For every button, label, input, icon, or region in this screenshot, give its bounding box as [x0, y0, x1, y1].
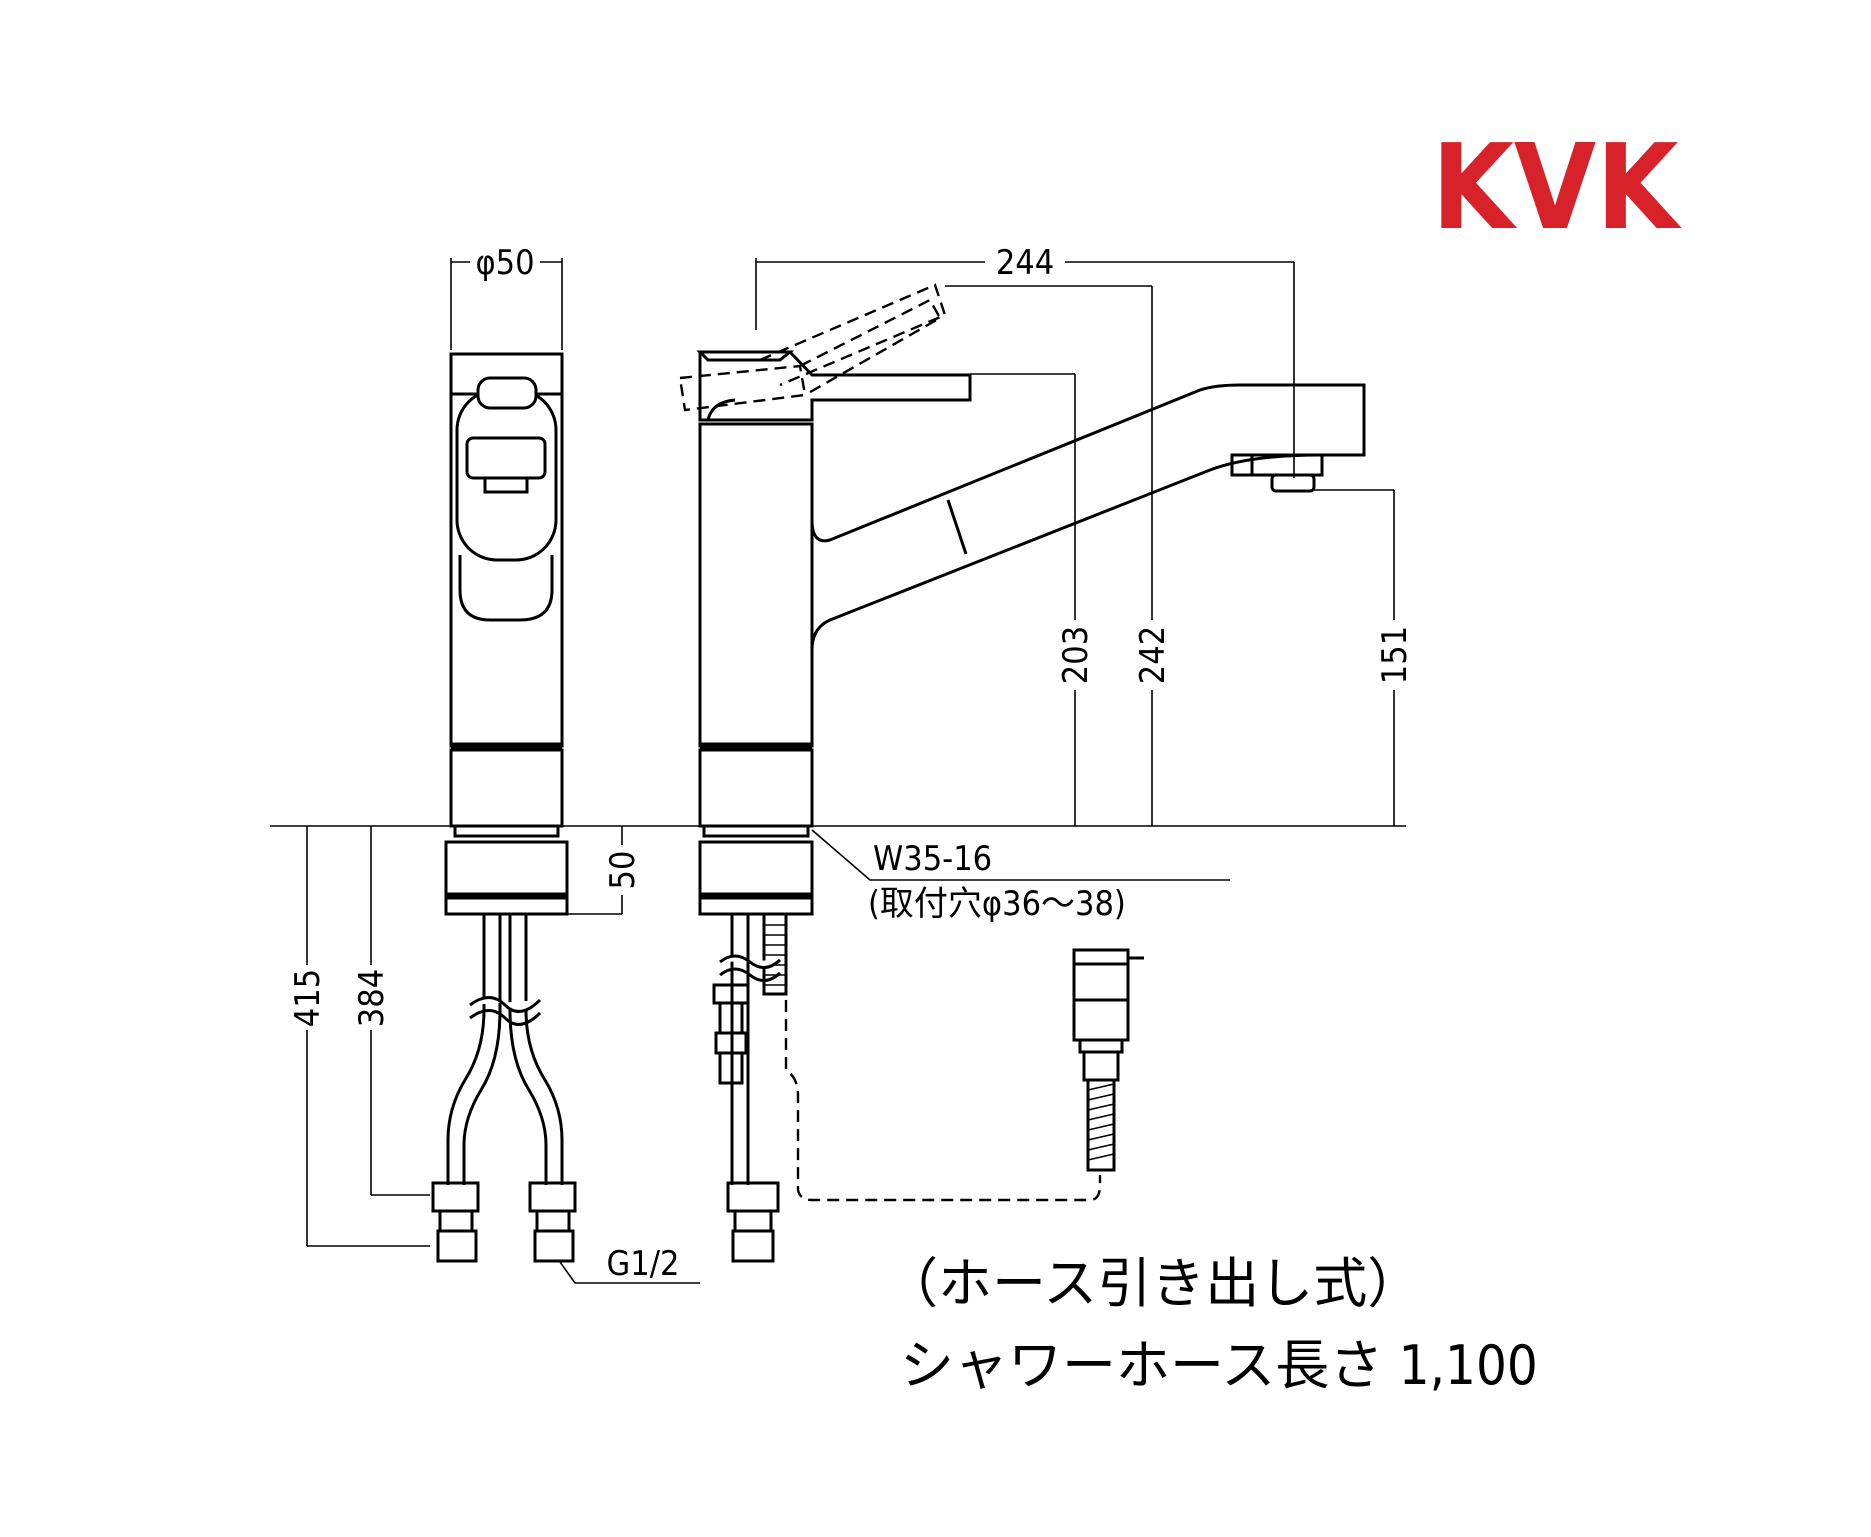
hose-right-inner: [508, 914, 548, 1185]
hose-left-inner: [462, 914, 502, 1185]
dimension-labels: φ50 244 203 242 151 50 W35-16 (取付穴φ36～38…: [288, 243, 1415, 1284]
dim-label-415: 415: [288, 969, 328, 1027]
detached-spray-head: [1072, 948, 1144, 1172]
dim-label-151: 151: [1375, 626, 1415, 684]
front-view: [431, 352, 577, 1263]
front-washer: [453, 824, 560, 838]
fitting-right-neck: [535, 1209, 571, 1233]
w35-leader: [811, 829, 1230, 881]
side-spout: [810, 383, 1366, 651]
fitting-right-end: [533, 1229, 575, 1263]
side-lever: [698, 350, 972, 422]
side-washer: [702, 824, 810, 838]
spray-head-lower: [1072, 998, 1130, 1042]
lever-open-dashed-arm: [799, 298, 942, 397]
side-nut: [698, 840, 814, 916]
note-hose-length: シャワーホース長さ 1,100: [900, 1334, 1538, 1397]
front-base: [449, 748, 564, 828]
side-lever-top: [696, 350, 795, 362]
spout-joint: [946, 499, 968, 555]
front-lever-top: [476, 376, 538, 410]
logo-text: KVK: [1432, 118, 1682, 256]
hose-pull-path-dashed: [784, 1000, 1102, 1202]
dim-label-g12: G1/2: [607, 1244, 680, 1284]
front-nut: [444, 840, 569, 916]
hose-left-outer: [446, 914, 486, 1185]
hose-right-outer: [524, 914, 564, 1185]
front-lever-lower: [458, 555, 554, 622]
note-type: （ホース引き出し式）: [884, 1252, 1421, 1315]
fitting-left-end: [436, 1229, 478, 1263]
dim-label-203: 203: [1056, 626, 1096, 684]
kvk-logo: KVK: [1432, 118, 1682, 256]
break-mark-front-2: [469, 1009, 542, 1026]
dim-label-w35-16: W35-16: [873, 839, 992, 879]
dim-label-242: 242: [1133, 626, 1173, 684]
dim-label-phi50: φ50: [475, 243, 534, 283]
side-fitting-nut: [726, 1181, 780, 1213]
check-valve-end: [718, 1051, 744, 1085]
fitting-left-neck: [438, 1209, 474, 1233]
dim-label-50: 50: [603, 851, 643, 890]
g12-leader: [559, 1261, 700, 1284]
spray-hose-winding: [1087, 1083, 1115, 1161]
spray-head-hose: [1086, 1078, 1116, 1172]
dim-label-384: 384: [352, 969, 392, 1027]
spray-head-cap: [1072, 948, 1130, 966]
front-lever-tab: [483, 476, 529, 494]
break-mark-side-2: [719, 967, 782, 982]
side-fitting-end: [731, 1229, 775, 1263]
side-corrugated-hose: [762, 912, 788, 996]
fitting-right-nut: [528, 1181, 577, 1213]
lever-open-dashed-arm2: [759, 283, 947, 387]
side-base: [698, 748, 814, 828]
side-lever-neck: [706, 398, 736, 421]
break-mark-side-1: [719, 954, 782, 969]
side-fitting-neck: [733, 1209, 773, 1233]
dim-label-mount-hole: (取付穴φ36～38): [868, 884, 1126, 924]
dim-label-244: 244: [996, 243, 1054, 283]
break-mark-front-1: [469, 996, 542, 1013]
side-body: [698, 422, 814, 748]
spray-outlet: [1270, 473, 1316, 493]
spray-head-collar: [1082, 1050, 1120, 1082]
side-view: [678, 283, 1366, 1263]
fitting-left-nut: [431, 1181, 480, 1213]
lever-open-dashed: [678, 364, 807, 412]
notes: （ホース引き出し式） シャワーホース長さ 1,100: [884, 1252, 1538, 1397]
spray-head-stub: [1230, 453, 1254, 477]
spray-head-ring: [1078, 1038, 1124, 1054]
front-lever: [455, 388, 558, 562]
dimension-lines: [306, 258, 1395, 1284]
